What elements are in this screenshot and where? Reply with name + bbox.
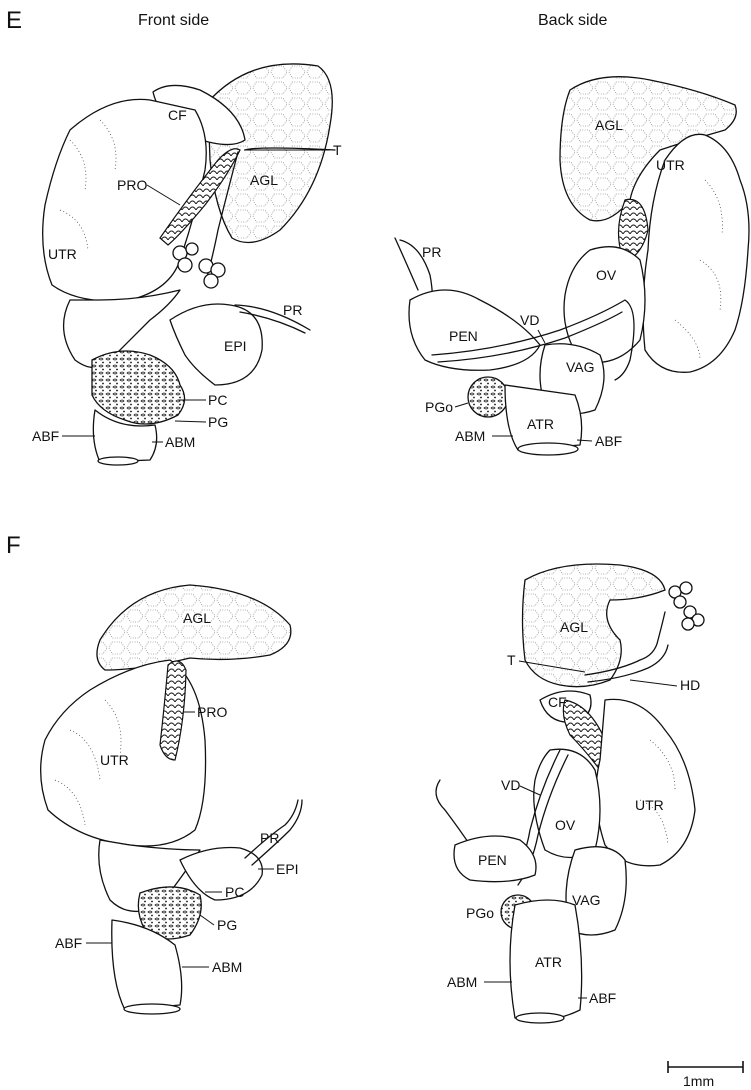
label-f-back-t: T <box>507 652 516 668</box>
label-f-front-epi: EPI <box>276 861 299 877</box>
front-side-title: Front side <box>138 12 209 29</box>
label-f-back-pgo: PGo <box>466 905 494 921</box>
label-e-front-abf: ABF <box>32 428 59 444</box>
epiphallus <box>170 304 262 385</box>
ovotestis-clusters <box>669 582 704 630</box>
label-e-front-cf: CF <box>168 107 187 123</box>
label-f-back-utr: UTR <box>635 797 664 813</box>
oviduct <box>534 749 600 857</box>
label-f-front-abf: ABF <box>55 935 82 951</box>
label-e-front-pro: PRO <box>117 177 147 193</box>
label-e-back-pr: PR <box>422 244 441 260</box>
label-f-back-cf: CF <box>548 694 567 710</box>
label-e-back-utr: UTR <box>656 157 685 173</box>
label-e-back-pgo: PGo <box>425 399 453 415</box>
panel-letter-e: E <box>6 7 22 34</box>
label-f-back-vag: VAG <box>572 892 601 908</box>
label-e-back-vag: VAG <box>566 359 595 375</box>
label-f-front-pc: PC <box>225 884 244 900</box>
label-f-front-abm: ABM <box>212 959 242 975</box>
label-f-back-atr: ATR <box>535 954 562 970</box>
back-side-title: Back side <box>538 12 607 29</box>
penial-retractor <box>436 780 470 845</box>
label-e-front-pc: PC <box>208 392 227 408</box>
label-f-front-pg: PG <box>217 917 237 933</box>
label-e-front-utr: UTR <box>48 246 77 262</box>
label-f-front-agl: AGL <box>183 610 211 626</box>
albumen-gland <box>523 564 666 687</box>
label-f-front-pr: PR <box>260 830 279 846</box>
label-e-front-t: T <box>333 142 342 158</box>
ovotestis-clusters <box>173 243 225 288</box>
uterus <box>596 699 695 865</box>
label-e-front-agl: AGL <box>250 172 278 188</box>
penial-gland <box>468 377 508 417</box>
scale-bar: 1mm <box>668 1061 743 1089</box>
label-f-back-pen: PEN <box>478 852 507 868</box>
label-f-front-utr: UTR <box>100 752 129 768</box>
label-e-back-abf: ABF <box>595 433 622 449</box>
label-e-back-agl: AGL <box>595 117 623 133</box>
label-f-back-ov: OV <box>555 817 576 833</box>
label-f-back-vd: VD <box>501 777 520 793</box>
label-e-back-vd: VD <box>520 312 539 328</box>
label-e-front-abm: ABM <box>165 434 195 450</box>
albumen-gland <box>97 585 291 670</box>
label-f-front-pro: PRO <box>197 704 227 720</box>
label-e-back-ov: OV <box>596 267 617 283</box>
label-f-back-abm: ABM <box>447 974 477 990</box>
e-front-drawing <box>43 64 335 465</box>
scale-bar-label: 1mm <box>683 1073 714 1089</box>
label-f-back-agl: AGL <box>560 619 588 635</box>
label-f-back-abf: ABF <box>589 990 616 1006</box>
label-e-back-atr: ATR <box>527 416 554 432</box>
label-e-front-pg: PG <box>208 414 228 430</box>
label-e-back-pen: PEN <box>449 328 478 344</box>
label-e-back-abm: ABM <box>455 428 485 444</box>
label-e-front-epi: EPI <box>224 338 247 354</box>
label-f-back-hd: HD <box>680 677 700 693</box>
label-e-front-pr: PR <box>283 302 302 318</box>
panel-letter-f: F <box>6 532 21 559</box>
penial-gland <box>92 351 185 424</box>
